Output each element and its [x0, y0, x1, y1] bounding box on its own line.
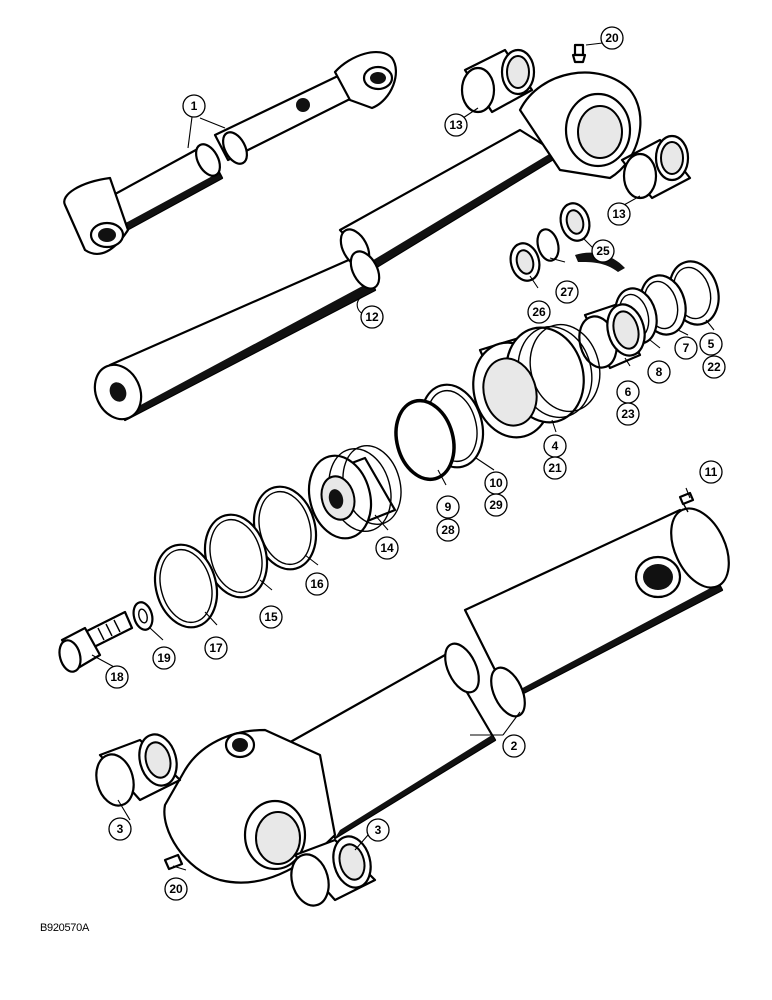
- callout-1: 1: [182, 94, 206, 118]
- svg-text:6: 6: [625, 385, 632, 399]
- svg-text:20: 20: [605, 31, 619, 45]
- svg-text:29: 29: [489, 498, 503, 512]
- svg-text:27: 27: [560, 285, 574, 299]
- piston-rod: [93, 71, 642, 422]
- callout-9: 9: [436, 495, 460, 519]
- bushing-3-left: [95, 733, 182, 807]
- svg-text:28: 28: [441, 523, 455, 537]
- callout-13-right: 13: [607, 202, 631, 226]
- svg-text:12: 12: [365, 310, 379, 324]
- callout-5: 5: [699, 332, 723, 356]
- callout-17: 17: [204, 636, 228, 660]
- svg-text:23: 23: [621, 407, 635, 421]
- svg-text:13: 13: [612, 207, 626, 221]
- svg-text:5: 5: [708, 337, 715, 351]
- svg-text:25: 25: [596, 244, 610, 258]
- drawing-id: B920570A: [40, 922, 89, 934]
- callout-13-top: 13: [444, 113, 468, 137]
- callout-29: 29: [484, 493, 508, 517]
- bushing-3-right: [290, 835, 377, 907]
- piston-14: [307, 444, 402, 540]
- svg-text:17: 17: [209, 641, 223, 655]
- svg-text:8: 8: [656, 365, 663, 379]
- callout-23: 23: [616, 402, 640, 426]
- svg-text:26: 26: [532, 305, 546, 319]
- bushing-13-top: [460, 48, 536, 114]
- callout-11: 11: [699, 460, 723, 484]
- svg-text:3: 3: [117, 822, 124, 836]
- seal-25: [559, 202, 591, 242]
- bolt-18: [58, 610, 134, 673]
- callout-12: 12: [360, 305, 384, 329]
- callout-20-bottom: 20: [164, 877, 188, 901]
- svg-text:20: 20: [169, 882, 183, 896]
- svg-text:7: 7: [683, 341, 690, 355]
- callout-18: 18: [105, 665, 129, 689]
- callout-6: 6: [616, 380, 640, 404]
- gland-4: [472, 323, 601, 439]
- svg-text:22: 22: [707, 360, 721, 374]
- svg-text:14: 14: [380, 541, 394, 555]
- callout-8: 8: [647, 360, 671, 384]
- svg-text:10: 10: [489, 476, 503, 490]
- wiper-26: [509, 242, 541, 282]
- callouts: 1 2 3 3 4 5 6 7 8 9 10 11 12 13 13 14 15…: [105, 26, 726, 901]
- oring-9: [394, 398, 456, 482]
- callout-21: 21: [543, 456, 567, 480]
- grease-fitting-top: [571, 43, 587, 64]
- callout-3-left: 3: [108, 817, 132, 841]
- svg-text:19: 19: [157, 651, 171, 665]
- callout-14: 14: [375, 536, 399, 560]
- callout-19: 19: [152, 646, 176, 670]
- callout-4: 4: [543, 434, 567, 458]
- screw-11: [678, 491, 695, 513]
- callout-28: 28: [436, 518, 460, 542]
- bushing-6: [578, 303, 646, 370]
- callout-3-right: 3: [366, 818, 390, 842]
- svg-text:11: 11: [705, 465, 718, 479]
- barrel-2: [163, 507, 730, 884]
- callout-20-top: 20: [600, 26, 624, 50]
- svg-text:13: 13: [449, 118, 463, 132]
- svg-text:16: 16: [310, 577, 324, 591]
- callout-25: 25: [591, 239, 615, 263]
- svg-text:1: 1: [191, 99, 198, 113]
- callout-22: 22: [702, 355, 726, 379]
- svg-text:9: 9: [445, 500, 452, 514]
- svg-text:4: 4: [552, 439, 559, 453]
- washer-19: [132, 601, 154, 631]
- callout-2: 2: [502, 734, 526, 758]
- callout-16: 16: [305, 572, 329, 596]
- svg-text:21: 21: [548, 461, 562, 475]
- callout-10: 10: [484, 471, 508, 495]
- svg-text:3: 3: [375, 823, 382, 837]
- ring-15: [203, 513, 269, 599]
- callout-15: 15: [259, 605, 283, 629]
- callout-7: 7: [674, 336, 698, 360]
- grease-fitting-bottom: [163, 853, 184, 871]
- svg-text:2: 2: [511, 739, 518, 753]
- callout-26: 26: [527, 300, 551, 324]
- ring-27: [536, 228, 560, 262]
- assembled-cylinder: [63, 50, 397, 256]
- svg-text:15: 15: [264, 610, 278, 624]
- svg-text:18: 18: [110, 670, 124, 684]
- bushing-13-right: [620, 134, 692, 200]
- callout-27: 27: [555, 280, 579, 304]
- ring-17: [153, 543, 219, 629]
